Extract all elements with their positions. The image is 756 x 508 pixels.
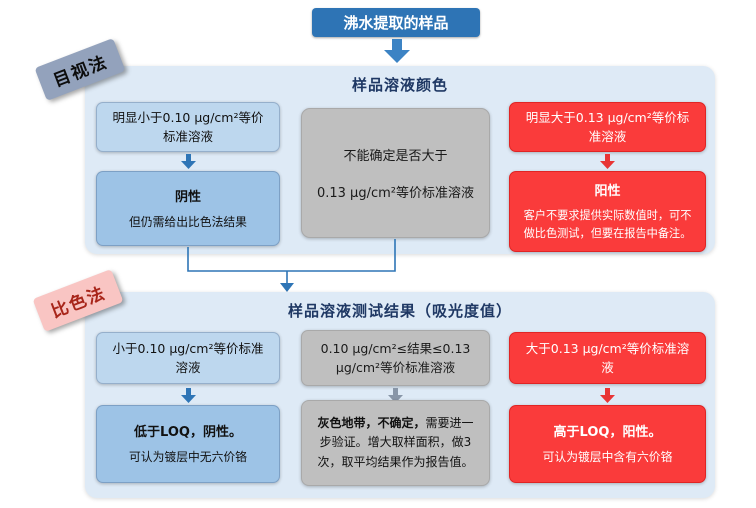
visual-negative-condition-box: 明显小于0.10 μg/cm²等价标准溶液 — [96, 102, 280, 152]
colorimetric-positive-condition-box: 大于0.13 μg/cm²等价标准溶液 — [509, 332, 706, 384]
visual-negative-condition-text: 明显小于0.10 μg/cm²等价标准溶液 — [112, 109, 264, 144]
colorimetric-uncertain-condition-box: 0.10 μg/cm²≤结果≤0.13 μg/cm²等价标准溶液 — [301, 330, 490, 386]
down-arrow-icon — [384, 39, 410, 63]
visual-uncertain-line2: 0.13 μg/cm²等价标准溶液 — [316, 186, 474, 201]
colorimetric-negative-result-box: 低于LOQ，阴性。 可认为镀层中无六价铬 — [96, 405, 280, 483]
colorimetric-uncertain-note-rest: 需要进一步验证。增大取样面积，做3次，取平均结果作为报告值。 — [317, 416, 474, 469]
colorimetric-uncertain-result-box: 灰色地带，不确定，需要进一步验证。增大取样面积，做3次，取平均结果作为报告值。 — [301, 400, 490, 486]
colorimetric-positive-result-box: 高于LOQ，阳性。 可认为镀层中含有六价铬 — [509, 405, 706, 483]
visual-positive-note: 客户不要求提供实际数值时，可不做比色测试，但要在报告中备注。 — [523, 209, 692, 240]
colorimetric-uncertain-condition-text: 0.10 μg/cm²≤结果≤0.13 μg/cm²等价标准溶液 — [320, 340, 471, 375]
visual-negative-note: 但仍需给出比色法结果 — [129, 214, 247, 229]
down-arrow-icon — [600, 388, 615, 403]
start-node-label: 沸水提取的样品 — [343, 14, 449, 32]
visual-negative-result-box: 阴性 但仍需给出比色法结果 — [96, 171, 280, 246]
down-arrow-icon — [600, 154, 615, 169]
colorimetric-positive-condition-text: 大于0.13 μg/cm²等价标准溶液 — [525, 340, 690, 375]
visual-panel-title: 样品溶液颜色 — [351, 76, 448, 94]
colorimetric-negative-result: 低于LOQ，阴性。 — [134, 425, 242, 441]
visual-positive-condition-box: 明显大于0.13 μg/cm²等价标准溶液 — [509, 102, 706, 152]
down-arrow-icon — [388, 388, 403, 403]
colorimetric-positive-result: 高于LOQ，阳性。 — [553, 425, 662, 441]
colorimetric-positive-note: 可认为镀层中含有六价铬 — [542, 450, 673, 465]
down-arrow-icon — [181, 154, 196, 169]
visual-uncertain-box: 不能确定是否大于 0.13 μg/cm²等价标准溶液 — [301, 108, 490, 238]
colorimetric-negative-condition-text: 小于0.10 μg/cm²等价标准溶液 — [112, 340, 264, 375]
down-arrow-icon — [181, 388, 196, 403]
visual-positive-condition-text: 明显大于0.13 μg/cm²等价标准溶液 — [525, 109, 690, 144]
colorimetric-uncertain-note-lead: 灰色地带，不确定， — [317, 416, 426, 431]
visual-positive-result: 阳性 — [594, 184, 621, 200]
visual-positive-result-box: 阳性 客户不要求提供实际数值时，可不做比色测试，但要在报告中备注。 — [509, 171, 706, 252]
merge-arrow-icon — [280, 283, 294, 292]
colorimetric-panel-title: 样品溶液测试结果（吸光度值） — [287, 302, 512, 320]
colorimetric-uncertain-note: 灰色地带，不确定，需要进一步验证。增大取样面积，做3次，取平均结果作为报告值。 — [302, 414, 489, 472]
visual-uncertain-line1: 不能确定是否大于 — [343, 149, 448, 164]
colorimetric-negative-condition-box: 小于0.10 μg/cm²等价标准溶液 — [96, 332, 280, 384]
colorimetric-negative-note: 可认为镀层中无六价铬 — [129, 450, 247, 465]
visual-negative-result: 阴性 — [174, 189, 201, 205]
start-node: 沸水提取的样品 — [312, 8, 480, 37]
